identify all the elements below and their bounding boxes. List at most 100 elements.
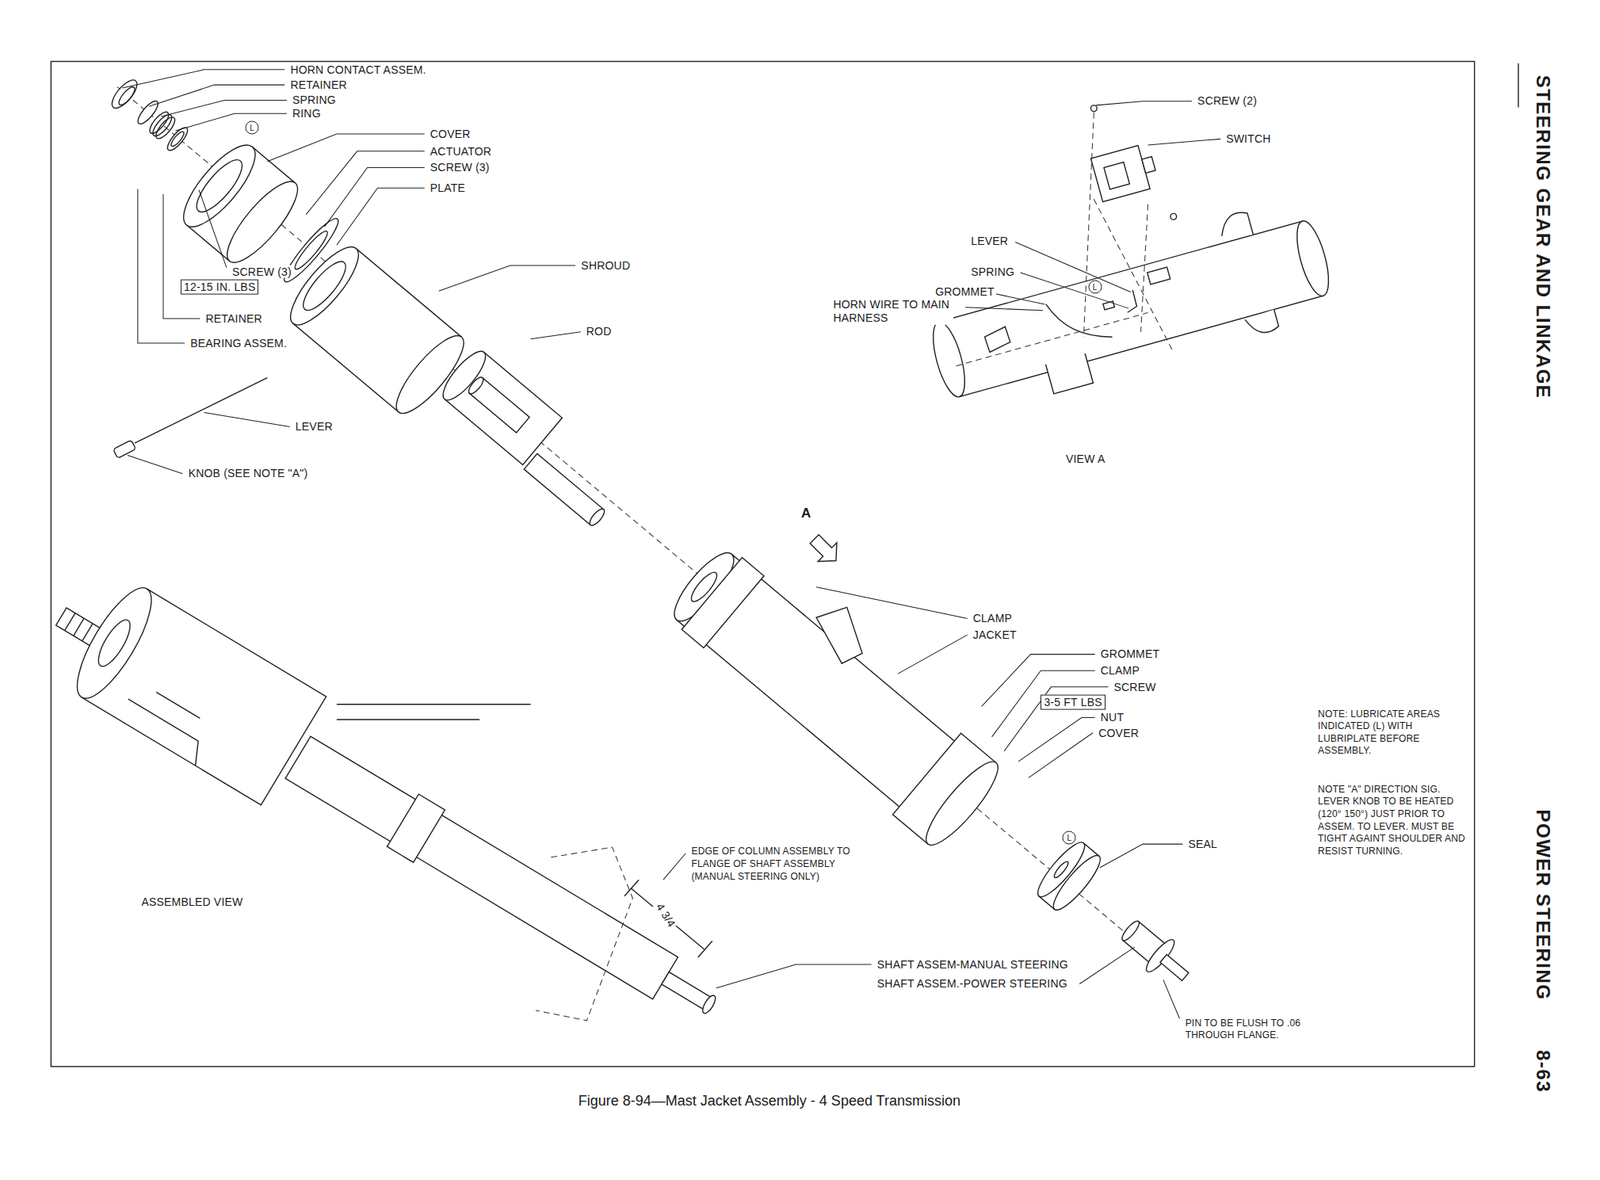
- jacket: [659, 537, 1008, 854]
- part-label: SPRING: [969, 264, 1016, 279]
- part-label: SHAFT ASSEM-MANUAL STEERING: [875, 957, 1070, 971]
- note-text: NOTE: LUBRICATE AREAS INDICATED (L) WITH…: [1316, 708, 1472, 758]
- note-text: NOTE "A" DIRECTION SIG. LEVER KNOB TO BE…: [1316, 783, 1472, 859]
- leader-lines-part: [1099, 843, 1183, 868]
- section-header: POWER STEERING: [1531, 808, 1555, 1003]
- part-label: SPRING: [290, 93, 338, 107]
- assembled-shroud-part: [64, 578, 165, 708]
- part-label: SCREW (2): [1195, 94, 1259, 108]
- horn-contact-part: [116, 84, 138, 107]
- part-label: ROD: [584, 324, 614, 339]
- part-label: COVER: [1096, 725, 1141, 740]
- leader-lines-part: [1148, 138, 1221, 146]
- part-label: RING: [290, 106, 323, 121]
- lube-mark: L: [245, 120, 260, 134]
- torque-spec: 3-5 FT LBS: [1040, 694, 1105, 710]
- jacket-part: [681, 557, 764, 649]
- part-label: RETAINER: [204, 311, 264, 325]
- dimension-value: 4 3/4: [652, 899, 679, 932]
- part-label: COVER: [428, 126, 473, 141]
- leader-lines: [122, 69, 1221, 1019]
- switch-part: [1090, 145, 1150, 203]
- assembled-shroud: [64, 578, 327, 806]
- view-a-tube-part: [1290, 217, 1336, 300]
- signal-lever: [134, 378, 268, 443]
- leader-lines-part: [1079, 947, 1135, 984]
- cover: [172, 134, 309, 272]
- assembled-jacket: [282, 731, 729, 1034]
- leader-lines-part: [148, 84, 285, 107]
- leader-lines-part: [897, 634, 968, 674]
- lever-knob: [113, 439, 137, 459]
- part-label: PLATE: [428, 181, 467, 195]
- rod-housing: [436, 345, 562, 465]
- view-a-tube-part: [955, 313, 1148, 367]
- leader-lines-part: [663, 853, 686, 880]
- lube-mark: L: [1062, 831, 1077, 845]
- part-label: CLAMP: [1099, 664, 1142, 678]
- leader-lines-part: [965, 307, 1043, 311]
- horn-contact-part: [107, 76, 142, 112]
- horn-wire: [1046, 304, 1113, 337]
- part-label: JACKET: [971, 627, 1019, 642]
- horn-contact: [107, 76, 142, 112]
- view-label: VIEW A: [1064, 452, 1107, 466]
- leader-lines-part: [1095, 101, 1192, 106]
- ring-part: [169, 129, 187, 149]
- leader-lines-part: [816, 587, 968, 619]
- leader-lines-part: [1004, 687, 1108, 752]
- dimension-note: EDGE OF COLUMN ASSEMBLY TO FLANGE OF SHA…: [689, 845, 864, 883]
- leader-lines-part: [204, 412, 291, 427]
- view-a-tube-part: [1217, 210, 1254, 243]
- shaft-spline-part: [64, 613, 76, 631]
- dimension-line: [630, 887, 705, 949]
- page-frame: [50, 61, 1474, 1067]
- page-number: 8-63: [1531, 1048, 1555, 1095]
- leader-lines-part: [992, 293, 1046, 305]
- leader-lines-part: [267, 133, 424, 162]
- leader-lines-part: [336, 187, 425, 245]
- torque-spec: 12-15 IN. LBS: [180, 278, 260, 295]
- assembled-jacket-part: [700, 993, 718, 1016]
- part-label: SCREW: [1112, 679, 1158, 694]
- ring: [164, 124, 191, 153]
- leader-lines-part: [716, 964, 872, 989]
- view-a-tube-part: [1045, 353, 1093, 394]
- seal-part: [1052, 859, 1070, 880]
- shroud-part: [297, 255, 352, 317]
- part-label: SCREW (3): [428, 160, 492, 175]
- switch-part: [1141, 156, 1156, 174]
- tube-part: [523, 453, 604, 525]
- assembled-shroud-part: [116, 681, 218, 766]
- view-a-tube-part: [1103, 301, 1115, 310]
- seal: [1031, 836, 1107, 916]
- view-a-tube-part: [927, 318, 972, 401]
- part-label: SHAFT ASSEM.-POWER STEERING: [875, 977, 1070, 991]
- switch-part: [1103, 162, 1130, 190]
- cover-part: [190, 153, 250, 218]
- view-arrow: [805, 529, 846, 570]
- part-label: NUT: [1099, 710, 1126, 725]
- assembled-shroud-part: [92, 615, 136, 671]
- motion-lines: [336, 704, 531, 720]
- view-a-tube-part: [938, 221, 1323, 398]
- shaft-flange-part: [1160, 954, 1189, 981]
- figure-caption: Figure 8-94—Mast Jacket Assembly - 4 Spe…: [576, 1092, 963, 1110]
- view-arrow-part: [805, 529, 846, 570]
- part-label: GROMMET: [933, 285, 997, 299]
- part-label: GROMMET: [1099, 647, 1162, 661]
- part-label: SWITCH: [1224, 132, 1272, 146]
- switch: [1090, 142, 1160, 203]
- shroud-part: [280, 237, 369, 334]
- assembly-line: [1141, 204, 1149, 333]
- part-label: CLAMP: [971, 611, 1014, 626]
- shaft-spline-part: [73, 618, 85, 636]
- leader-lines-part: [1020, 272, 1129, 309]
- assembly-line: [1083, 112, 1094, 337]
- screw-head: [1170, 213, 1177, 220]
- lube-mark: L: [1088, 279, 1102, 294]
- part-label: RETAINER: [288, 77, 348, 92]
- section-header: STEERING GEAR AND LINKAGE: [1531, 72, 1555, 401]
